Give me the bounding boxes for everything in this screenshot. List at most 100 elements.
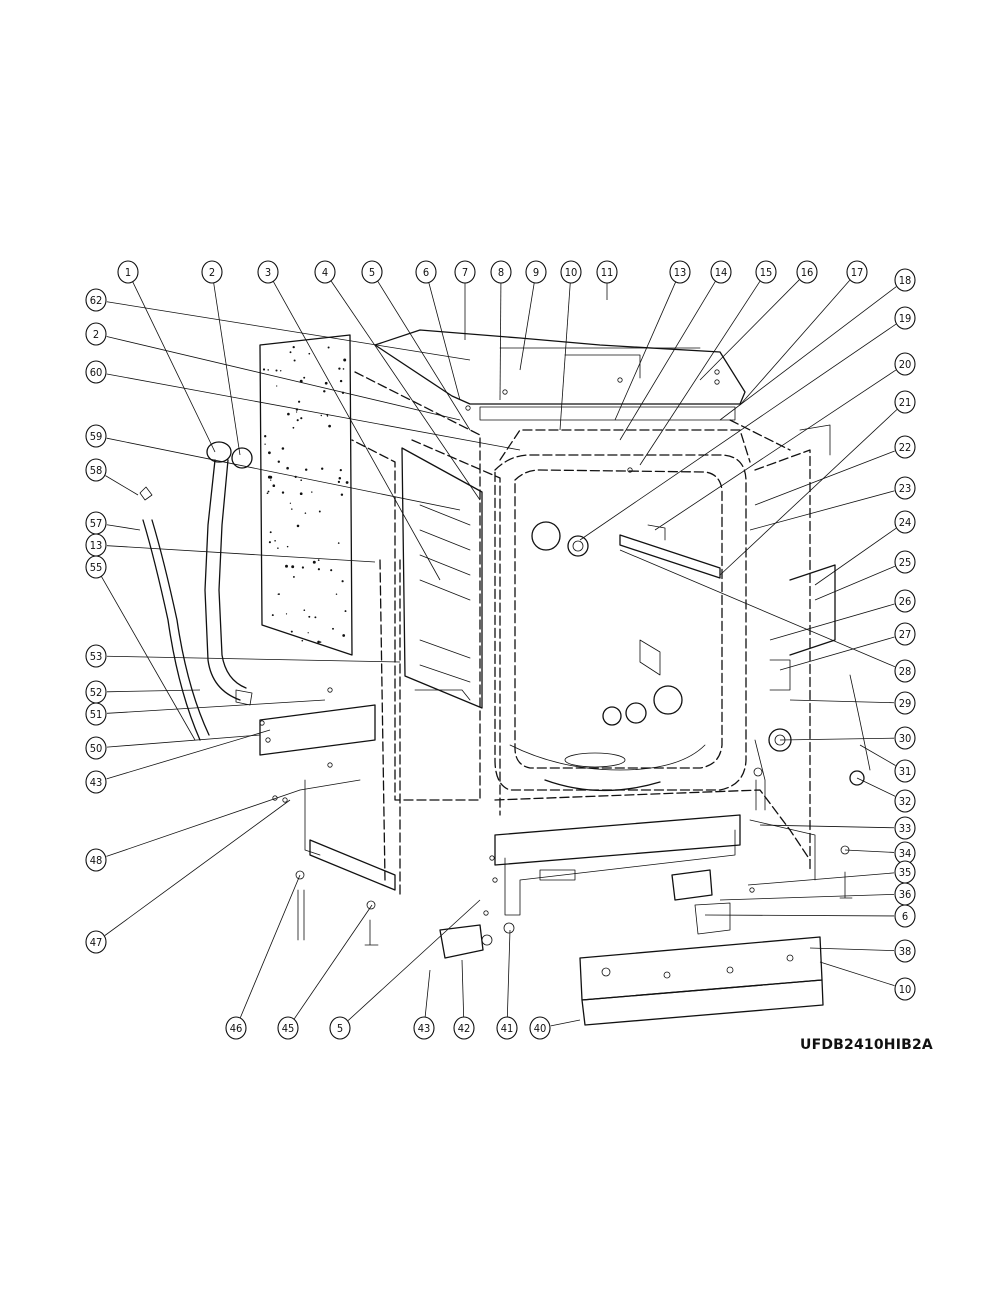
callout-circle bbox=[277, 1016, 299, 1040]
callout-circle bbox=[894, 510, 916, 534]
callout-36: 36 bbox=[894, 882, 916, 906]
callout-number: 32 bbox=[899, 795, 912, 808]
callout-6: 6 bbox=[415, 260, 437, 284]
callout-50: 50 bbox=[85, 736, 107, 760]
leader-line bbox=[106, 689, 201, 693]
leader-line bbox=[499, 282, 502, 401]
callout-number: 59 bbox=[90, 430, 103, 443]
speckle-dot bbox=[330, 569, 333, 572]
speckle-dot bbox=[340, 493, 344, 496]
leader-line bbox=[106, 699, 326, 714]
leader-line bbox=[859, 744, 896, 766]
callout-number: 3 bbox=[265, 266, 271, 279]
callout-14: 14 bbox=[710, 260, 732, 284]
callout-29: 29 bbox=[894, 691, 916, 715]
leader-line bbox=[789, 699, 895, 704]
callout-circle bbox=[496, 1016, 518, 1040]
speckle-dot bbox=[286, 545, 289, 548]
callout-number: 52 bbox=[90, 686, 103, 699]
speckle-dot bbox=[300, 479, 303, 482]
callout-circle bbox=[85, 511, 107, 535]
speckle-dot bbox=[339, 379, 343, 383]
callout-number: 43 bbox=[90, 776, 103, 789]
callout-circle bbox=[710, 260, 732, 284]
callout-51: 51 bbox=[85, 702, 107, 726]
callout-number: 53 bbox=[90, 650, 103, 663]
callout-circle bbox=[361, 260, 383, 284]
callout-20: 20 bbox=[894, 352, 916, 376]
callout-number: 11 bbox=[601, 266, 614, 279]
callout-circle bbox=[894, 904, 916, 928]
callout-circle bbox=[894, 589, 916, 613]
callout-circle bbox=[894, 977, 916, 1001]
speckle-dot bbox=[277, 460, 280, 463]
speckle-dot bbox=[281, 447, 285, 450]
top-plate bbox=[374, 329, 746, 405]
screw bbox=[327, 762, 333, 768]
leader-line bbox=[654, 369, 897, 531]
callout-circle bbox=[314, 260, 336, 284]
left-side-panel bbox=[351, 371, 481, 801]
callout-number: 5 bbox=[369, 266, 375, 279]
callout-circle bbox=[894, 306, 916, 330]
callout-2: 2 bbox=[85, 322, 107, 346]
callout-number: 16 bbox=[801, 266, 814, 279]
callout-number: 13 bbox=[90, 539, 103, 552]
callout-number: 10 bbox=[565, 266, 578, 279]
callout-circle bbox=[560, 260, 582, 284]
speckle-dot bbox=[296, 524, 300, 528]
callout-number: 9 bbox=[533, 266, 539, 279]
tub-body bbox=[494, 454, 747, 791]
screw bbox=[259, 720, 265, 726]
speckle-dot bbox=[295, 411, 298, 413]
leader-line bbox=[213, 282, 241, 456]
leader-line bbox=[106, 789, 301, 857]
upper-spray-arm-hub bbox=[531, 521, 561, 551]
screw bbox=[483, 910, 489, 916]
callout-number: 18 bbox=[899, 274, 912, 287]
callout-circle bbox=[894, 789, 916, 813]
speckle-dot bbox=[318, 510, 321, 513]
speckle-dot bbox=[317, 568, 320, 571]
callout-circle bbox=[894, 759, 916, 783]
callout-circle bbox=[85, 322, 107, 346]
leader-line bbox=[819, 961, 895, 987]
speckle-dot bbox=[332, 627, 334, 630]
callout-55: 55 bbox=[85, 555, 107, 579]
callout-circle bbox=[894, 550, 916, 574]
callout-circle bbox=[596, 260, 618, 284]
leveling-leg bbox=[297, 889, 305, 941]
callout-number: 33 bbox=[899, 822, 912, 835]
callout-number: 60 bbox=[90, 366, 103, 379]
speckle-dot bbox=[319, 641, 322, 643]
callout-number: 50 bbox=[90, 742, 103, 755]
speckle-dot bbox=[298, 400, 301, 403]
callout-circle bbox=[201, 260, 223, 284]
callout-circle bbox=[85, 680, 107, 704]
screw bbox=[502, 389, 508, 395]
speckle-dot bbox=[335, 593, 338, 595]
speckle-dot bbox=[289, 502, 292, 504]
speckle-dot bbox=[286, 466, 289, 470]
leader-line bbox=[461, 959, 465, 1018]
callout-5: 5 bbox=[361, 260, 383, 284]
speckle-dot bbox=[281, 491, 285, 494]
callout-circle bbox=[453, 1016, 475, 1040]
callout-16: 16 bbox=[796, 260, 818, 284]
callout-number: 17 bbox=[851, 266, 864, 279]
sump bbox=[509, 744, 706, 771]
speckle-dot bbox=[290, 630, 293, 633]
callout-circle bbox=[894, 435, 916, 459]
screw bbox=[627, 467, 633, 473]
callout-circle bbox=[796, 260, 818, 284]
leader-line bbox=[769, 603, 895, 641]
speckle-dot bbox=[338, 367, 341, 370]
leader-line bbox=[104, 799, 291, 936]
callout-10: 10 bbox=[560, 260, 582, 284]
callout-circle bbox=[85, 848, 107, 872]
callout-22: 22 bbox=[894, 435, 916, 459]
callout-number: 5 bbox=[337, 1022, 343, 1035]
callout-number: 41 bbox=[501, 1022, 514, 1035]
speckle-dot bbox=[317, 640, 320, 644]
callout-number: 51 bbox=[90, 708, 103, 721]
